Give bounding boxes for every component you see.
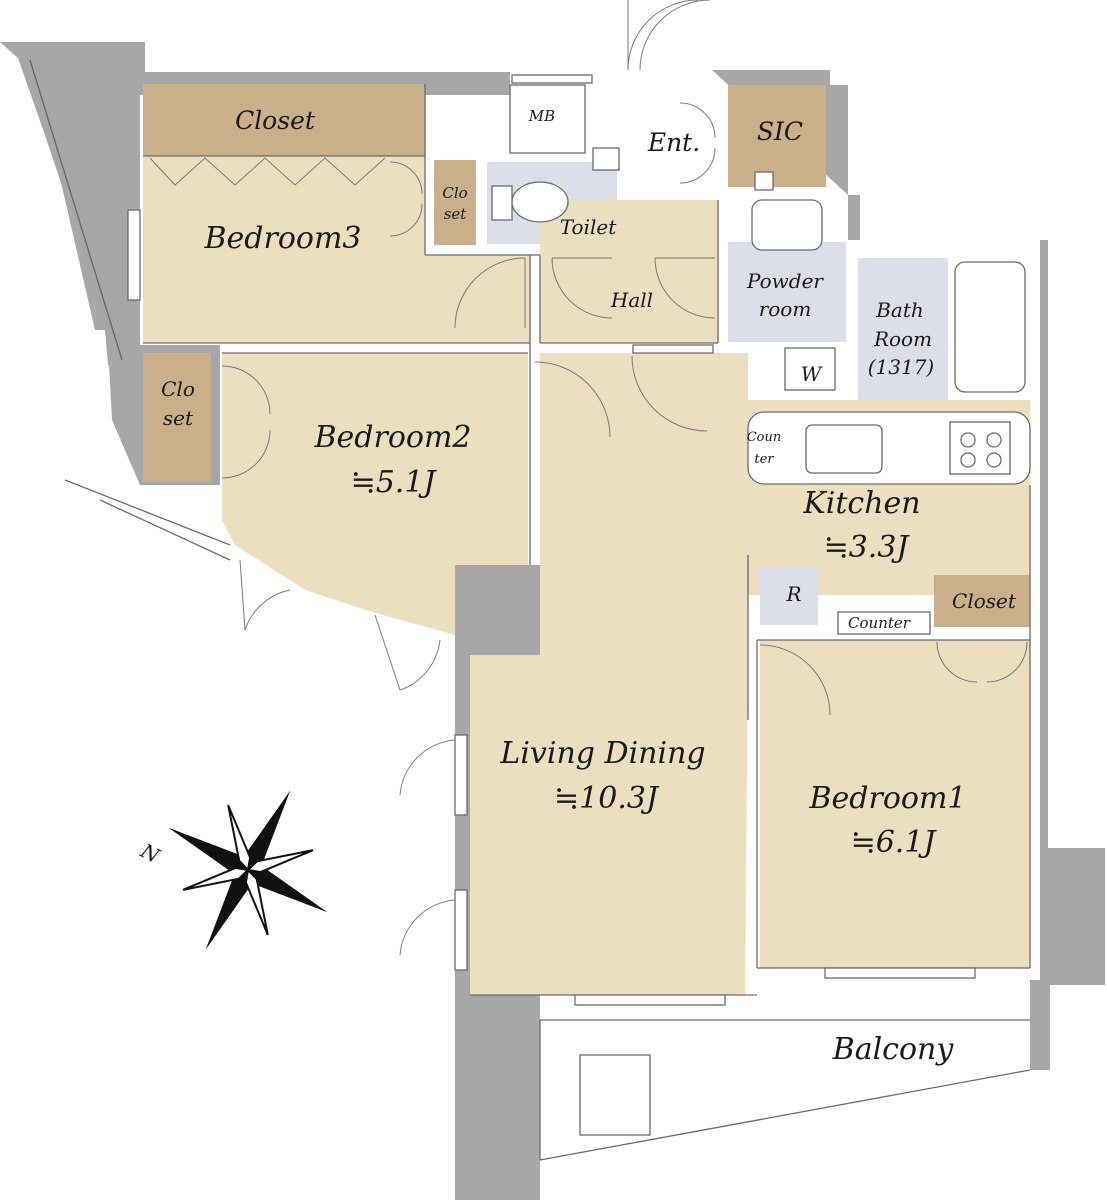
hall-label: Hall bbox=[610, 288, 653, 312]
washer-pan bbox=[784, 347, 836, 391]
washer-label: W bbox=[801, 362, 823, 386]
doors bbox=[149, 0, 1028, 956]
compass-rose bbox=[168, 790, 328, 950]
living-dining-size: ≒10.3J bbox=[554, 781, 660, 816]
kitchen-sink bbox=[805, 424, 883, 474]
bedroom1-size: ≒6.1J bbox=[851, 825, 938, 860]
bedroom2-label: Bedroom2 bbox=[313, 420, 471, 455]
balcony-label: Balcony bbox=[832, 1032, 955, 1067]
kitchen-label: Kitchen bbox=[802, 486, 920, 521]
powder-room-line1: Powder bbox=[746, 269, 824, 293]
room-labels: Closet Bedroom3 Clo set MB Toilet Ent. S… bbox=[161, 106, 1017, 1067]
bathtub bbox=[954, 261, 1026, 393]
entrance-label: Ent. bbox=[647, 128, 700, 157]
room-fills bbox=[143, 84, 1030, 995]
small-counter bbox=[837, 611, 931, 635]
small-counter-label: Counter bbox=[848, 614, 911, 632]
closet-b3-line1: Clo bbox=[442, 184, 467, 202]
balcony-hatch bbox=[579, 1054, 651, 1136]
closet-b2-line1: Clo bbox=[161, 377, 195, 401]
vanity-sink bbox=[751, 199, 823, 251]
bedroom1-label: Bedroom1 bbox=[808, 781, 966, 816]
bath-room-line1: Bath bbox=[875, 298, 924, 322]
fixtures bbox=[491, 84, 1031, 1136]
bath-room-size: (1317) bbox=[868, 355, 935, 379]
bedroom2-size: ≒5.1J bbox=[351, 465, 438, 500]
kitchen-counter-line2: ter bbox=[754, 452, 774, 467]
closet-b1-label: Closet bbox=[952, 589, 1017, 613]
fridge-label: R bbox=[785, 582, 801, 606]
mb-label: MB bbox=[528, 107, 555, 125]
living-dining-label: Living Dining bbox=[499, 736, 705, 771]
kitchen-counter-line1: Coun bbox=[747, 430, 782, 445]
powder-room-line2: room bbox=[759, 297, 812, 321]
windows bbox=[127, 74, 976, 1006]
toilet-label: Toilet bbox=[560, 215, 617, 239]
closet-b3-line2: set bbox=[444, 205, 468, 223]
closet-top-label: Closet bbox=[235, 106, 316, 135]
sic-label: SIC bbox=[757, 117, 803, 146]
bedroom3-label: Bedroom3 bbox=[203, 221, 361, 256]
meter-box bbox=[509, 84, 586, 154]
compass-north-label: N bbox=[136, 838, 165, 869]
kitchen-size: ≒3.3J bbox=[824, 530, 911, 565]
bath-room-line2: Room bbox=[873, 327, 932, 351]
stove bbox=[949, 421, 1011, 475]
closet-b2-line2: set bbox=[163, 406, 194, 430]
